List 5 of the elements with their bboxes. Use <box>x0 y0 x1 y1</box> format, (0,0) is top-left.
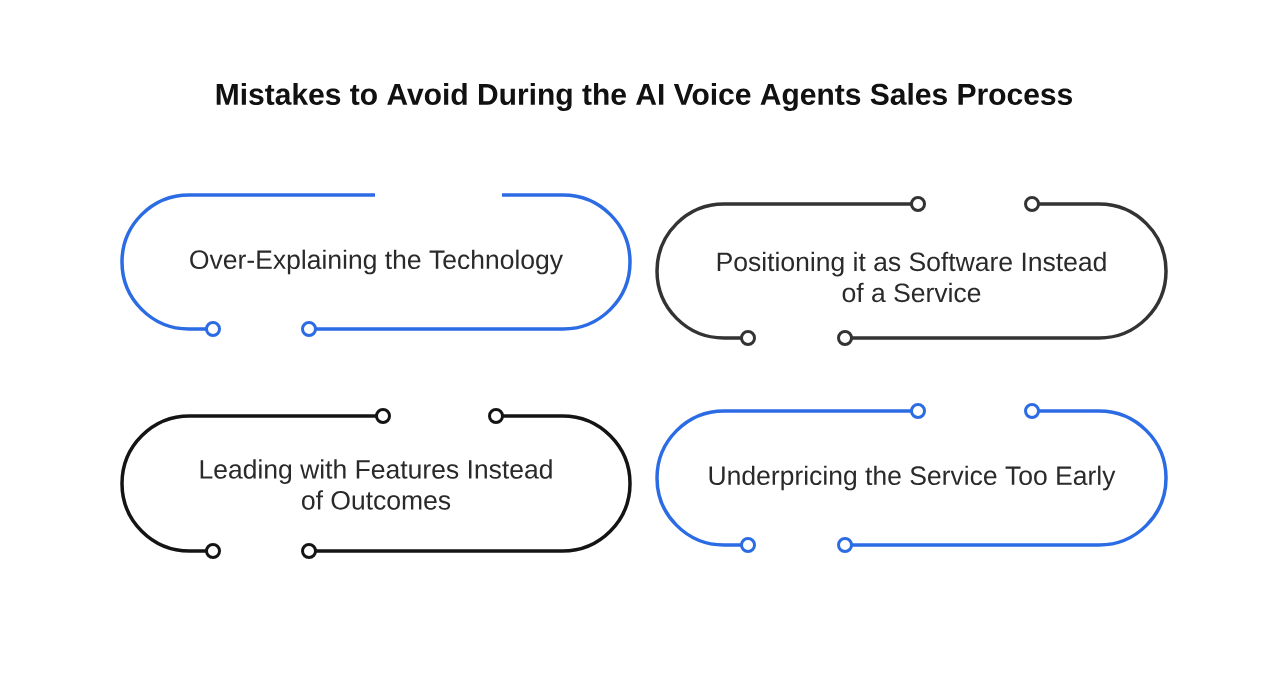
process-box: Underpricing the Service Too Early <box>655 409 1168 547</box>
process-box: Positioning it as Software Instead of a Service <box>655 202 1168 340</box>
process-box: Over-Explaining the Technology <box>120 193 632 331</box>
title: Mistakes to Avoid During the AI Voice Agents Sales Process <box>216 82 1072 112</box>
process-box: Leading with Features Instead of Outcomes <box>120 414 632 553</box>
